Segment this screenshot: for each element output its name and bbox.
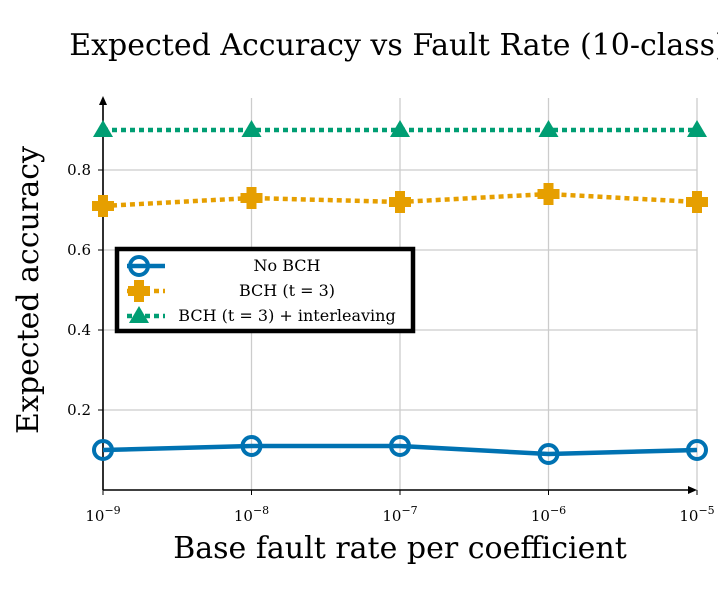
legend: No BCH BCH (t = 3) BCH (t = 3) + interleav… xyxy=(114,246,416,334)
data-point-circle xyxy=(240,435,263,457)
series-no-bch xyxy=(92,435,708,465)
data-point-circle xyxy=(128,255,150,277)
data-point-circle xyxy=(92,439,114,461)
x-tick-exponent: −8 xyxy=(253,504,269,517)
data-point-circle xyxy=(686,439,708,461)
x-tick-label: 10−7 xyxy=(382,504,417,525)
x-tick-base: 10 xyxy=(85,507,104,525)
chart-title: Expected Accuracy vs Fault Rate (10-clas… xyxy=(69,28,718,63)
data-point-cross xyxy=(686,191,708,213)
x-tick-base: 10 xyxy=(382,507,401,525)
x-tick-label: 10−9 xyxy=(85,504,120,525)
data-point-triangle xyxy=(538,120,559,137)
data-point-cross xyxy=(128,280,150,302)
legend-label: No BCH xyxy=(254,256,321,275)
legend-label: BCH (t = 3) + interleaving xyxy=(178,306,395,325)
x-tick-base: 10 xyxy=(679,507,698,525)
data-point-circle xyxy=(537,443,560,465)
legend-box xyxy=(114,246,416,334)
series-group xyxy=(92,120,708,465)
legend-item-no-bch: No BCH xyxy=(127,255,321,277)
data-point-triangle xyxy=(390,120,410,137)
x-tick-exponent: −7 xyxy=(401,504,417,517)
y-tick-label: 0.8 xyxy=(67,161,91,179)
series-bch-t-3-interleaving xyxy=(93,120,707,137)
data-point-triangle xyxy=(129,306,149,323)
y-axis-arrow xyxy=(99,96,107,105)
data-point-cross xyxy=(537,183,560,205)
y-ticks: 0.2 0.4 0.6 0.8 xyxy=(67,161,103,419)
legend-item-bch-t-3: BCH (t = 3) xyxy=(127,280,335,302)
data-point-circle xyxy=(389,435,411,457)
y-tick-label: 0.4 xyxy=(67,321,91,339)
x-tick-exponent: −6 xyxy=(550,504,566,517)
x-axis-arrow xyxy=(688,486,697,494)
data-point-cross xyxy=(389,191,411,213)
series-bch-t-3 xyxy=(92,183,708,217)
data-point-cross xyxy=(92,195,114,217)
legend-label: BCH (t = 3) xyxy=(239,281,335,300)
x-tick-base: 10 xyxy=(531,507,550,525)
data-point-triangle xyxy=(687,120,707,137)
series-line xyxy=(102,443,698,457)
y-tick-label: 0.2 xyxy=(67,401,91,419)
x-tick-exponent: −5 xyxy=(698,504,714,517)
y-tick-label: 0.6 xyxy=(67,241,91,259)
x-tick-base: 10 xyxy=(234,507,253,525)
data-point-triangle xyxy=(93,120,113,137)
x-axis-label: Base fault rate per coefficient xyxy=(173,531,627,566)
y-axis-label: Expected accuracy xyxy=(11,146,46,434)
x-tick-label: 10−6 xyxy=(531,504,566,525)
legend-item-bch-t-3-interleaving: BCH (t = 3) + interleaving xyxy=(127,306,396,325)
x-tick-label: 10−8 xyxy=(234,504,269,525)
axes xyxy=(99,96,697,494)
data-point-cross xyxy=(240,187,263,209)
x-tick-label: 10−5 xyxy=(679,504,714,525)
data-point-triangle xyxy=(241,120,262,137)
x-tick-exponent: −9 xyxy=(104,504,120,517)
